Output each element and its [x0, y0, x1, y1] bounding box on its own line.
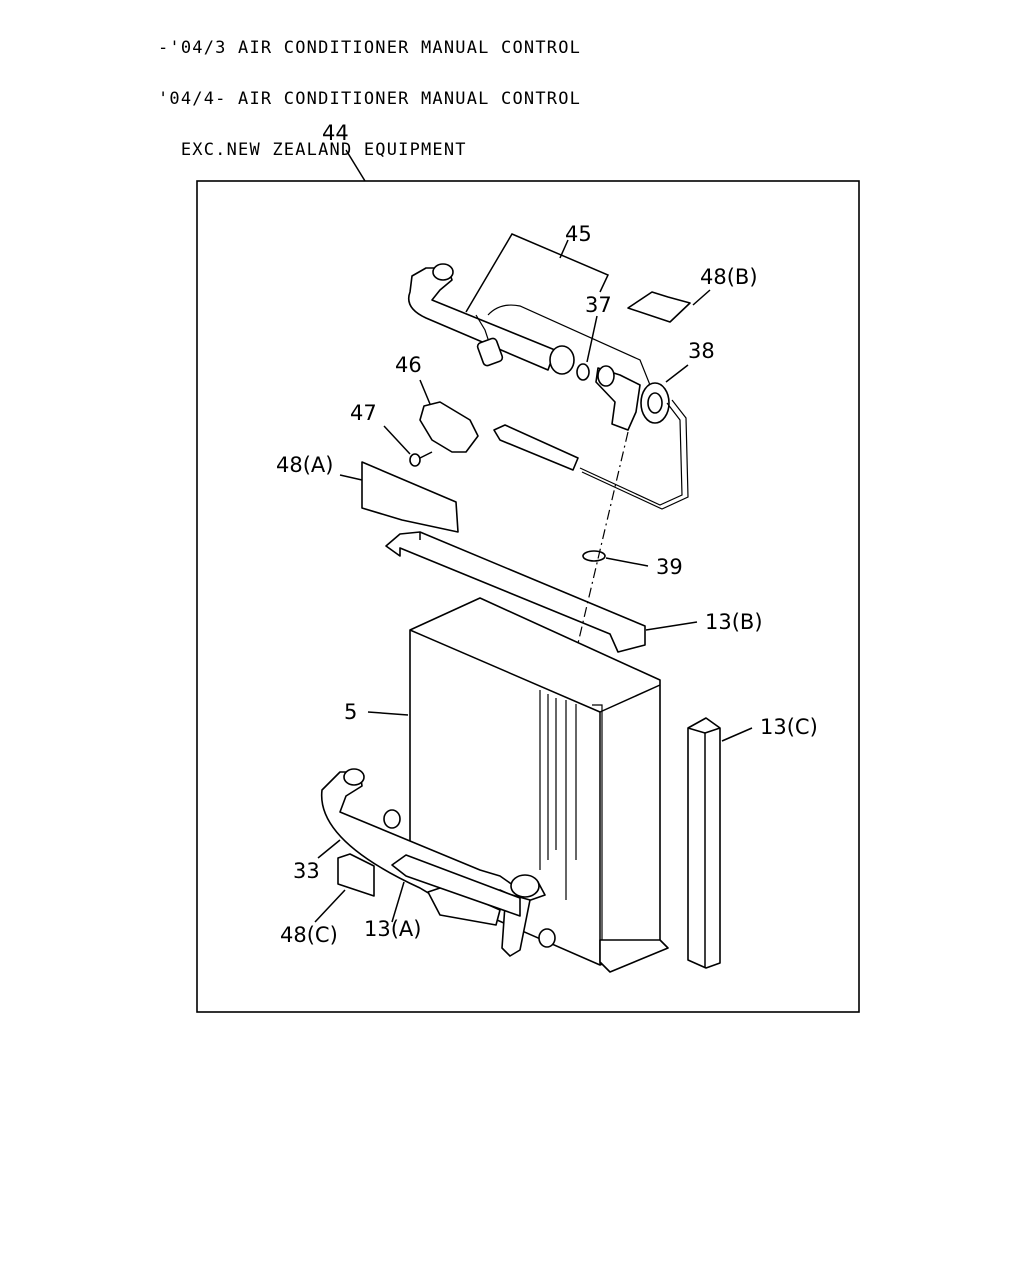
callout-47: 47: [350, 401, 377, 425]
leader-38: [665, 364, 689, 383]
assembly-frame: [196, 180, 860, 1013]
leader-13a: [391, 881, 405, 923]
o-ring-37: [576, 363, 590, 381]
leader-39: [605, 557, 649, 567]
leader-48a: [339, 474, 363, 481]
callout-13b: 13(B): [705, 610, 763, 634]
pipe-45: [407, 263, 651, 386]
leader-13c: [721, 727, 753, 742]
callout-48b: 48(B): [700, 265, 758, 289]
leader-48c: [314, 889, 346, 923]
screw-47: [409, 451, 433, 467]
seal-39: [582, 550, 606, 562]
leader-13b: [645, 621, 698, 631]
clamp-46: [419, 401, 479, 453]
header-line-3: EXC.NEW ZEALAND EQUIPMENT: [158, 140, 467, 160]
callout-44: 44: [322, 121, 349, 145]
bracket-45: [465, 233, 610, 313]
diagram-header: -'04/3 AIR CONDITIONER MANUAL CONTROL '0…: [158, 6, 581, 176]
callout-13a: 13(A): [364, 917, 421, 941]
leader-46: [419, 379, 431, 405]
sensor-bulb: [493, 424, 579, 471]
callout-13c: 13(C): [760, 715, 818, 739]
callout-45: 45: [565, 222, 592, 246]
leader-37: [586, 315, 598, 363]
leader-5: [367, 711, 409, 716]
leader-44: [345, 149, 366, 182]
callout-33: 33: [293, 859, 320, 883]
callout-38: 38: [688, 339, 715, 363]
expansion-valve-38: [579, 365, 689, 510]
callout-39: 39: [656, 555, 683, 579]
header-line-2: '04/4- AIR CONDITIONER MANUAL CONTROL: [158, 89, 582, 109]
pad-13a: [391, 854, 521, 917]
header-line-1: -'04/3 AIR CONDITIONER MANUAL CONTROL: [158, 38, 582, 58]
callout-37: 37: [585, 293, 612, 317]
leader-33: [317, 839, 341, 859]
callout-46: 46: [395, 353, 422, 377]
bracket-13b: [385, 531, 646, 653]
callout-5: 5: [344, 700, 357, 724]
pad-48c: [337, 853, 375, 897]
pad-48b: [627, 291, 691, 323]
callout-48a: 48(A): [276, 453, 333, 477]
leader-47: [383, 425, 411, 455]
callout-48c: 48(C): [280, 923, 338, 947]
leader-48b: [692, 289, 711, 306]
foam-block-13c: [687, 717, 721, 969]
sheet-48a: [361, 461, 459, 533]
